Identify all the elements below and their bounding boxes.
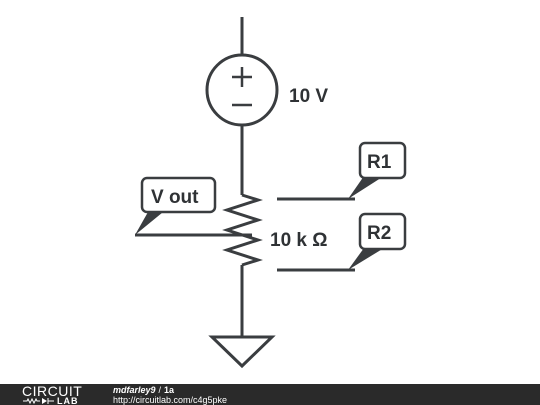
logo-diode-icon (42, 398, 47, 404)
voltage-source[interactable] (205, 53, 279, 127)
circuit-url-link[interactable]: http://circuitlab.com/c4g5pke (113, 395, 228, 405)
voltage-source-circle (205, 53, 279, 127)
r2-flag-label: R2 (367, 223, 391, 244)
footer-author-line: mdfarley9/1a (113, 385, 174, 395)
potentiometer-resistor[interactable] (222, 193, 263, 267)
resistor-value-label: 10 k Ω (270, 230, 328, 251)
logo-lab-text: LAB (57, 396, 79, 405)
vout-flag-tail (135, 208, 168, 235)
voltage-source-label: 10 V (289, 86, 328, 107)
footer-bar: CIRCUIT LAB mdfarley9/1a http://circuitl… (0, 384, 540, 405)
r1-flag-label: R1 (367, 152, 392, 173)
author-link[interactable]: mdfarley9 (113, 385, 156, 395)
logo-circuit-text: CIRCUIT (22, 384, 82, 399)
circuit-name-link[interactable]: 1a (164, 385, 175, 395)
ground-symbol[interactable] (208, 335, 276, 369)
r1-flag-box (358, 141, 407, 180)
logo-resistor-icon (23, 397, 40, 405)
vout-flag-box (140, 176, 217, 214)
r2-flag-box (358, 212, 407, 251)
author-separator: / (158, 385, 162, 395)
vout-flag[interactable]: V out (135, 176, 217, 235)
circuitlab-logo[interactable]: CIRCUIT LAB (2, 384, 102, 405)
r2-flag-tail (348, 248, 384, 270)
vout-flag-label: V out (151, 187, 199, 208)
schematic-canvas: 10 V 10 k Ω V out R1 R (135, 17, 407, 369)
r1-flag-tail (348, 176, 384, 199)
r1-flag[interactable]: R1 (348, 141, 407, 199)
r2-flag[interactable]: R2 (348, 212, 407, 270)
